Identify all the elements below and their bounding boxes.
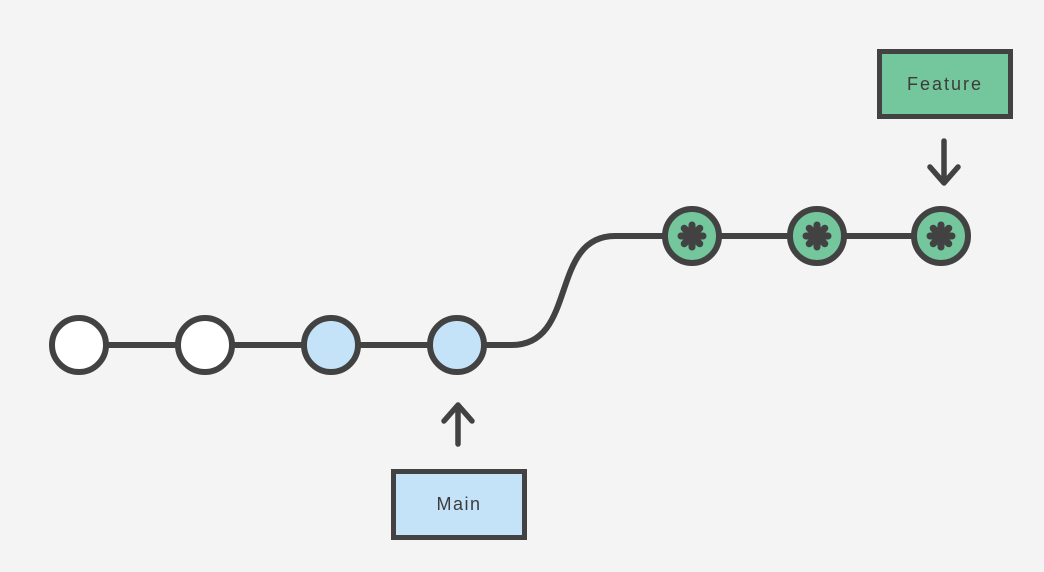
commit-node-feature [911,206,971,266]
main-arrow-up-icon [441,402,475,447]
feature-arrow-down-icon [927,138,961,186]
commit-node-main [427,315,487,375]
commit-layer [49,206,971,375]
commit-node-main [49,315,109,375]
feature-branch-label: Feature [877,49,1013,119]
commit-node-main [175,315,235,375]
main-branch-label: Main [391,469,527,540]
asterisk-icon [805,224,829,248]
main-branch-label-text: Main [436,494,482,514]
asterisk-icon [680,224,704,248]
branch-line [76,233,944,348]
feature-branch-label-text: Feature [906,73,984,94]
commit-node-feature [662,206,722,266]
commit-node-main [301,315,361,375]
asterisk-icon [929,224,953,248]
commit-node-feature [787,206,847,266]
